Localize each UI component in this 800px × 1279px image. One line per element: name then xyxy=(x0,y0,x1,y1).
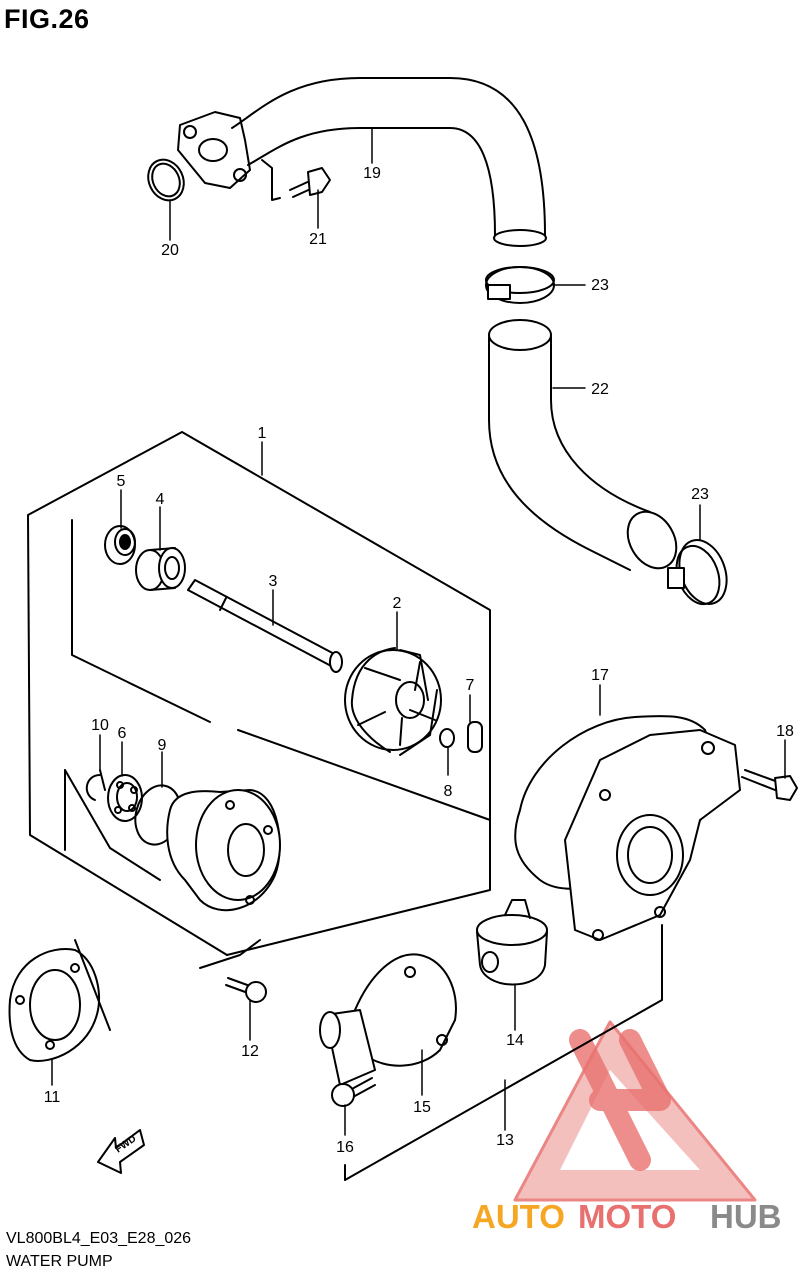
part-19-upper-pipe xyxy=(177,77,547,247)
callout-22: 22 xyxy=(591,381,609,398)
part-5-bearing xyxy=(104,525,136,565)
watermark-moto: MOTO xyxy=(578,1198,676,1235)
thermostat-housing xyxy=(564,729,741,941)
part-22-lower-hose xyxy=(488,319,678,571)
part-2-impeller xyxy=(344,647,442,756)
part-16-bolt xyxy=(331,1077,376,1107)
leader-lines xyxy=(51,127,786,1136)
bracket-part-13 xyxy=(344,924,663,1181)
fwd-direction-arrow xyxy=(97,1129,145,1174)
callout-5: 5 xyxy=(117,473,126,490)
part-21-bolt xyxy=(261,159,331,201)
callout-9: 9 xyxy=(158,737,167,754)
callout-7: 7 xyxy=(466,677,475,694)
part-8-washer xyxy=(439,728,455,748)
callout-21: 21 xyxy=(309,231,327,248)
callout-10: 10 xyxy=(91,717,109,734)
callout-19: 19 xyxy=(363,165,381,182)
pump-case xyxy=(166,789,281,912)
watermark-logo xyxy=(513,1020,757,1202)
part-3-shaft xyxy=(187,579,343,673)
watermark-auto: AUTO xyxy=(472,1198,565,1235)
callout-13: 13 xyxy=(496,1132,514,1149)
watermark-hub: HUB xyxy=(710,1198,782,1235)
part-11-gasket xyxy=(8,939,111,1062)
callout-4: 4 xyxy=(156,491,165,508)
diagram-code: VL800BL4_E03_E28_026 xyxy=(6,1230,192,1247)
watermark-text: AUTO MOTO HUB xyxy=(472,1198,782,1235)
callout-3: 3 xyxy=(269,573,278,590)
callout-17: 17 xyxy=(591,667,609,684)
callout-2: 2 xyxy=(393,595,402,612)
callout-6: 6 xyxy=(118,725,127,742)
callout-23-upper: 23 xyxy=(591,277,609,294)
callout-12: 12 xyxy=(241,1043,259,1060)
part-18-bolt xyxy=(741,769,798,801)
part-23-upper-clamp xyxy=(485,266,555,304)
callout-15: 15 xyxy=(413,1099,431,1116)
callout-20: 20 xyxy=(161,242,179,259)
part-7-pin xyxy=(467,721,483,753)
part-10-circlip xyxy=(85,769,106,801)
callout-11: 11 xyxy=(44,1089,61,1106)
part-20-o-ring xyxy=(147,158,185,202)
part-15-thermostat-cover xyxy=(319,953,457,1086)
part-6-bearing xyxy=(107,774,143,822)
part-4-mechanical-seal xyxy=(135,547,186,591)
assembly-box-part-1 xyxy=(27,431,491,969)
part-23-lower-clamp xyxy=(667,539,728,606)
callout-18: 18 xyxy=(776,723,794,740)
callout-23-lower: 23 xyxy=(691,486,709,503)
callout-labels: 19 20 21 23 22 23 1 5 4 3 2 7 8 10 6 9 1… xyxy=(44,165,794,1156)
callout-1: 1 xyxy=(258,425,267,442)
figure-label: FIG.26 xyxy=(4,4,90,34)
callout-8: 8 xyxy=(444,783,453,800)
callout-16: 16 xyxy=(336,1139,354,1156)
part-14-thermostat xyxy=(476,899,548,986)
diagram-name: WATER PUMP xyxy=(6,1253,113,1270)
part-12-bolt xyxy=(225,977,267,1003)
callout-14: 14 xyxy=(506,1032,524,1049)
